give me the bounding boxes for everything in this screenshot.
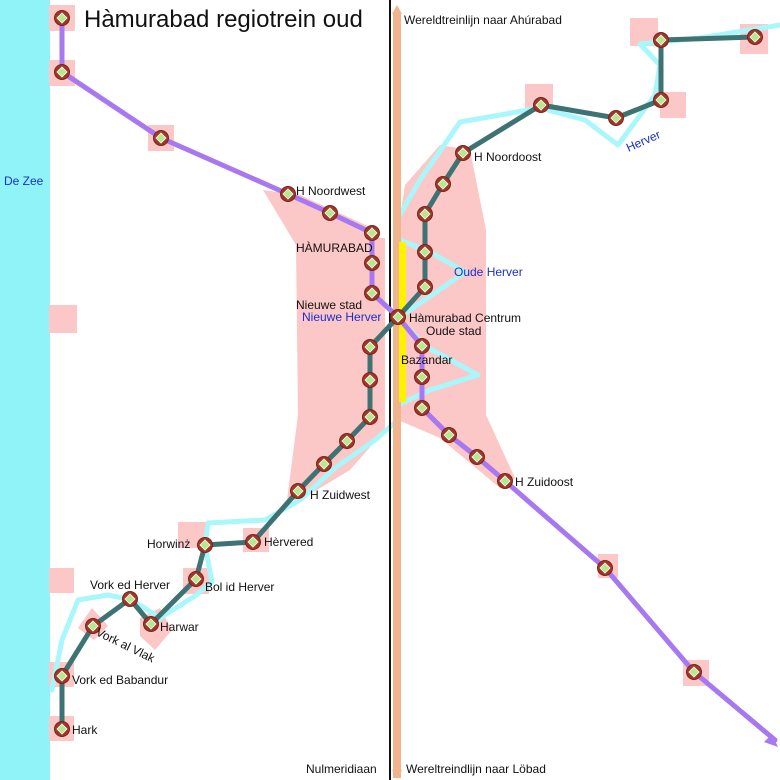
station-marker[interactable] <box>414 400 430 416</box>
station-marker[interactable] <box>153 130 169 146</box>
station-marker-diamond <box>610 112 622 124</box>
station-marker-diamond <box>190 573 202 585</box>
station-marker[interactable] <box>435 176 451 192</box>
station-marker-diamond <box>535 99 547 111</box>
station-marker[interactable] <box>245 534 261 550</box>
river-herver-west <box>49 417 401 693</box>
station-marker[interactable] <box>417 279 433 295</box>
station-marker[interactable] <box>188 571 204 587</box>
station-marker[interactable] <box>608 110 624 126</box>
station-marker[interactable] <box>497 473 513 489</box>
station-marker-diamond <box>443 429 455 441</box>
station-marker[interactable] <box>54 64 70 80</box>
station-marker-diamond <box>419 246 431 258</box>
station-marker[interactable] <box>653 32 669 48</box>
station-marker[interactable] <box>364 255 380 271</box>
station-marker-diamond <box>471 451 483 463</box>
station-marker-diamond <box>247 536 259 548</box>
station-marker[interactable] <box>364 225 380 241</box>
station-marker-diamond <box>419 281 431 293</box>
station-marker-diamond <box>56 12 68 24</box>
station-marker[interactable] <box>417 206 433 222</box>
station-marker-diamond <box>419 208 431 220</box>
station-marker-diamond <box>749 31 761 43</box>
station-marker[interactable] <box>54 721 70 737</box>
station-marker[interactable] <box>390 309 406 325</box>
station-marker[interactable] <box>54 10 70 26</box>
station-marker[interactable] <box>316 456 332 472</box>
station-marker[interactable] <box>197 537 213 553</box>
station-marker-diamond <box>324 207 336 219</box>
station-marker[interactable] <box>54 668 70 684</box>
sea-area <box>0 0 50 780</box>
station-marker-diamond <box>655 34 667 46</box>
station-marker[interactable] <box>597 560 613 576</box>
station-marker-diamond <box>56 723 68 735</box>
station-marker-diamond <box>688 666 700 678</box>
world-rail-track <box>393 14 401 778</box>
station-marker[interactable] <box>290 483 306 499</box>
station-marker-diamond <box>155 132 167 144</box>
station-marker-diamond <box>364 374 376 386</box>
line-purple-northwest <box>59 15 778 743</box>
station-marker[interactable] <box>362 409 378 425</box>
station-marker-diamond <box>392 311 404 323</box>
station-marker-diamond <box>655 94 667 106</box>
stations <box>54 10 763 737</box>
station-marker[interactable] <box>364 285 380 301</box>
station-marker[interactable] <box>85 618 101 634</box>
station-marker[interactable] <box>686 664 702 680</box>
station-marker-diamond <box>366 287 378 299</box>
station-marker-diamond <box>599 562 611 574</box>
world-rail-arrow-north <box>392 5 402 14</box>
station-marker-diamond <box>366 257 378 269</box>
station-marker-diamond <box>199 539 211 551</box>
station-marker-diamond <box>292 485 304 497</box>
station-marker[interactable] <box>143 616 159 632</box>
station-marker-diamond <box>145 618 157 630</box>
station-marker-diamond <box>437 178 449 190</box>
station-marker-diamond <box>282 188 294 200</box>
urban-area-city-west <box>263 190 385 500</box>
station-marker[interactable] <box>362 372 378 388</box>
station-marker-diamond <box>56 66 68 78</box>
station-marker[interactable] <box>362 339 378 355</box>
station-marker-diamond <box>416 371 428 383</box>
line-purple-arrow <box>764 734 778 747</box>
world-rail <box>392 5 402 779</box>
station-marker-diamond <box>457 147 469 159</box>
station-marker[interactable] <box>455 145 471 161</box>
station-marker[interactable] <box>280 186 296 202</box>
station-marker[interactable] <box>322 205 338 221</box>
urban-area-small <box>49 568 74 593</box>
station-marker-diamond <box>364 411 376 423</box>
station-marker[interactable] <box>653 92 669 108</box>
station-marker-diamond <box>416 402 428 414</box>
station-marker[interactable] <box>417 244 433 260</box>
urban-area-small <box>49 305 77 333</box>
station-marker-diamond <box>124 593 136 605</box>
station-marker[interactable] <box>339 433 355 449</box>
station-marker-diamond <box>341 435 353 447</box>
station-marker[interactable] <box>441 427 457 443</box>
station-marker-diamond <box>318 458 330 470</box>
station-marker[interactable] <box>533 97 549 113</box>
station-marker-diamond <box>416 340 428 352</box>
station-marker-diamond <box>499 475 511 487</box>
station-marker-diamond <box>56 670 68 682</box>
station-marker[interactable] <box>469 449 485 465</box>
station-marker-diamond <box>366 227 378 239</box>
station-marker[interactable] <box>122 591 138 607</box>
world-rail-arrow-south <box>392 770 402 779</box>
station-marker-diamond <box>87 620 99 632</box>
station-marker[interactable] <box>414 369 430 385</box>
station-marker[interactable] <box>414 338 430 354</box>
station-marker-diamond <box>364 341 376 353</box>
station-marker[interactable] <box>747 29 763 45</box>
